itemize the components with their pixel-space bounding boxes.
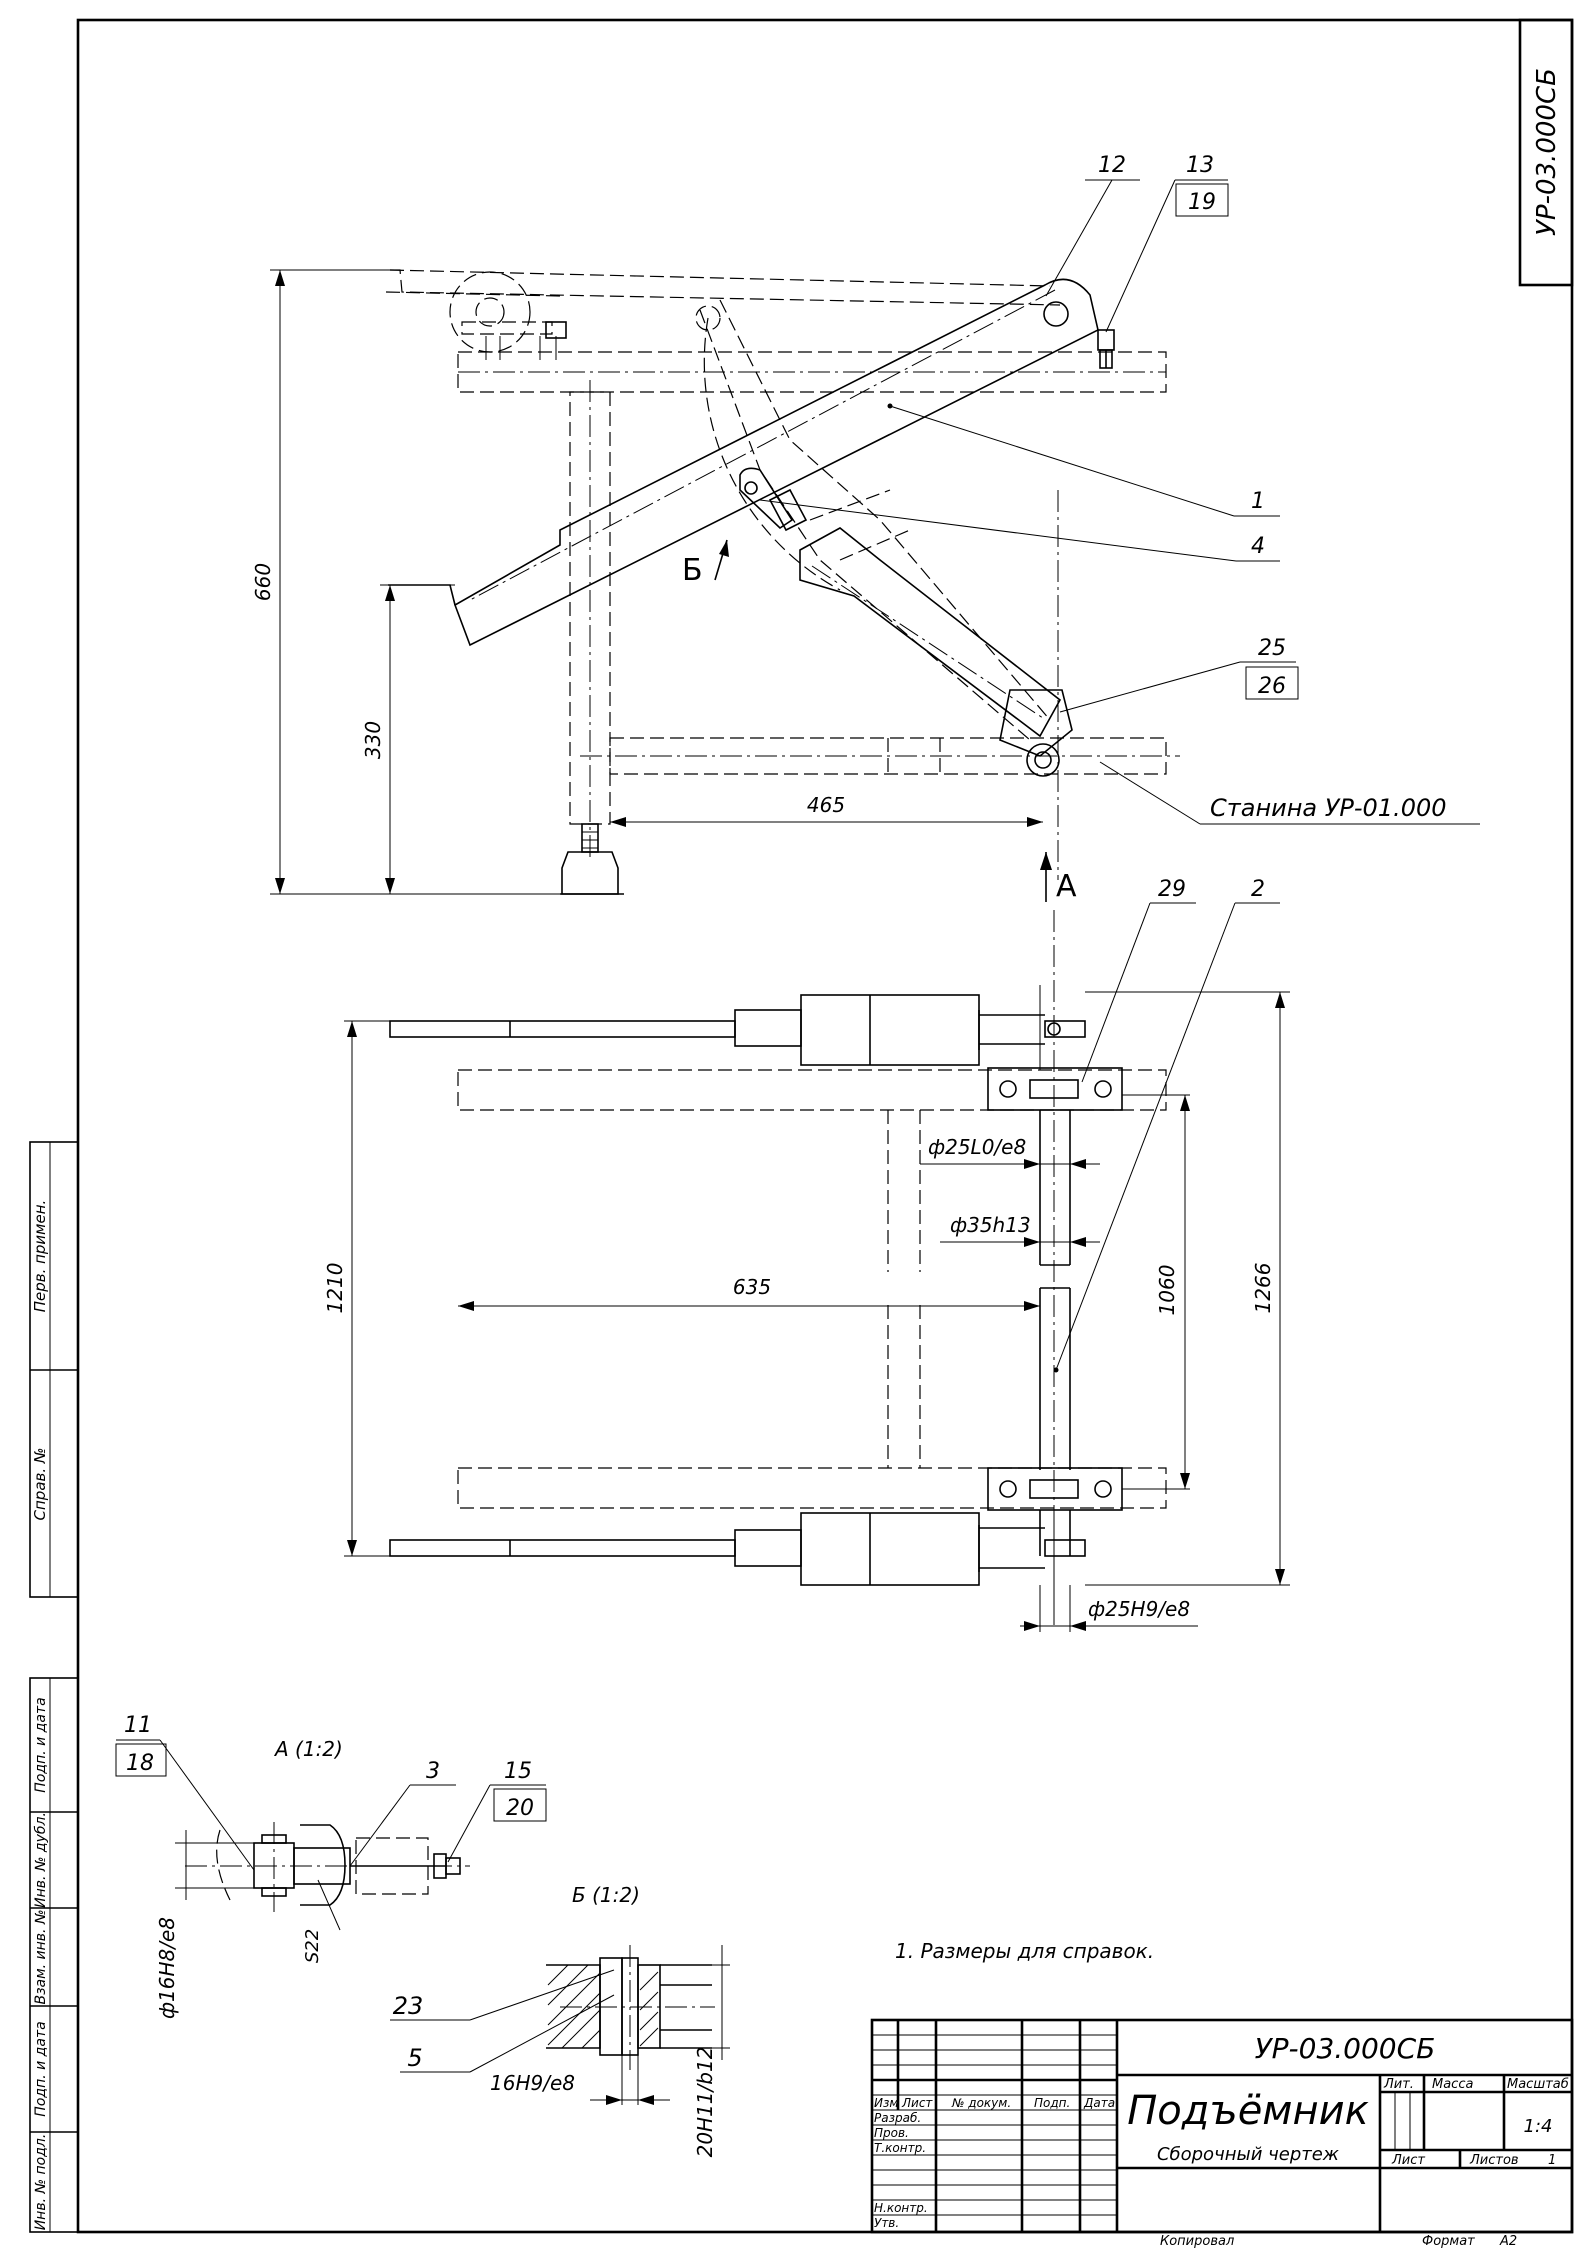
frame-ref: Станина УР-01.000 — [1210, 794, 1447, 822]
pos-23: 23 — [393, 1992, 424, 2020]
tb-no-dokum: № докум. — [951, 2096, 1011, 2110]
fit-20H11: 20H11/b12 — [693, 2047, 717, 2158]
pos-4: 4 — [1251, 534, 1265, 559]
tb-listov-value: 1 — [1548, 2153, 1556, 2168]
tb-lit: Лит. — [1383, 2077, 1414, 2092]
code-box — [1518, 18, 1574, 287]
pos-26: 26 — [1258, 674, 1286, 699]
pos-5: 5 — [407, 2044, 422, 2072]
drawing-frame — [76, 18, 1574, 2234]
side-label-sprav-no: Справ. № — [31, 1448, 49, 1521]
tb-scale-value: 1:4 — [1524, 2116, 1553, 2137]
side-label-vzam-inv: Взам. инв. № — [33, 1909, 49, 2004]
pos-1: 1 — [1251, 489, 1265, 514]
side-strip: Перв. примен. Справ. № Подп. и дата Инв.… — [29, 1141, 79, 2233]
pos-25: 25 — [1258, 636, 1286, 661]
title-main: Подъёмник — [1127, 2088, 1369, 2134]
title-block: УР-03.000СБ Подъёмник Сборочный чертеж И… — [870, 2018, 1574, 2234]
footer-format-value: А2 — [1499, 2234, 1517, 2249]
fit-16H8: ф16H8/e8 — [155, 1917, 179, 2019]
pos-13: 13 — [1186, 153, 1214, 178]
footer-kopiroval: Копировал — [1160, 2234, 1234, 2249]
tb-data: Дата — [1083, 2096, 1115, 2110]
tb-nkontr: Н.контр. — [874, 2201, 928, 2215]
tb-utv: Утв. — [874, 2216, 899, 2230]
pos-12: 12 — [1098, 153, 1126, 178]
tb-tkontr: Т.контр. — [874, 2141, 926, 2155]
tb-masshtab: Масштаб — [1507, 2077, 1569, 2092]
tb-razrab: Разраб. — [874, 2111, 921, 2125]
tb-podp: Подп. — [1034, 2096, 1070, 2110]
view-a-marker: А — [1056, 869, 1077, 904]
detail-view-b: Б (1:2) 16H9/e8 — [390, 1883, 730, 2157]
pos-29: 29 — [1158, 877, 1186, 902]
tb-listov-label: Листов — [1469, 2153, 1519, 2168]
plan-view: 1210 635 1060 1266 ф25L0/e8 ф35h13 — [323, 877, 1290, 1632]
dim-1266: 1266 — [1251, 1263, 1275, 1314]
view-b-label: Б (1:2) — [572, 1883, 640, 1907]
pos-3: 3 — [426, 1759, 440, 1784]
tb-prov: Пров. — [874, 2126, 909, 2140]
fit-25L0: ф25L0/e8 — [928, 1135, 1026, 1159]
pos-11: 11 — [124, 1713, 152, 1738]
view-a-label: А (1:2) — [273, 1737, 343, 1761]
code-rotated: УР-03.000СБ — [1532, 68, 1562, 236]
side-label-perv-primen: Перв. примен. — [31, 1200, 49, 1313]
dim-s22: S22 — [302, 1929, 323, 1963]
view-b-marker: Б — [682, 553, 703, 588]
pos-2: 2 — [1251, 877, 1265, 902]
side-label-podp-data-2: Подп. и дата — [33, 2021, 49, 2116]
footer-format: Формат — [1422, 2234, 1475, 2249]
dim-660: 660 — [251, 563, 275, 601]
fit-16H9: 16H9/e8 — [490, 2071, 575, 2095]
side-label-inv-dubl: Инв. № дубл. — [33, 1812, 49, 1908]
side-view: 660 330 465 12 13 19 1 4 25 26 — [251, 153, 1480, 904]
dim-330: 330 — [361, 721, 385, 759]
dim-1210: 1210 — [323, 1263, 347, 1314]
tb-massa: Масса — [1432, 2077, 1473, 2092]
tb-izm: Изм — [874, 2096, 898, 2110]
detail-view-a: А (1:2) ф16H8/e8 S22 11 18 3 15 20 — [115, 1713, 547, 2019]
pos-19: 19 — [1188, 190, 1216, 215]
tb-list-label: Лист — [1391, 2153, 1425, 2168]
title-subtitle: Сборочный чертеж — [1157, 2144, 1340, 2165]
tb-list: Лист — [901, 2096, 933, 2110]
fit-25H9: ф25H9/e8 — [1088, 1597, 1190, 1621]
side-label-inv-podl: Инв. № подл. — [33, 2134, 49, 2231]
fit-35h13: ф35h13 — [950, 1213, 1031, 1237]
dim-635: 635 — [733, 1275, 771, 1299]
pos-18: 18 — [126, 1751, 154, 1776]
side-label-podp-data-1: Подп. и дата — [33, 1697, 49, 1792]
dim-1060: 1060 — [1155, 1265, 1179, 1316]
title-code: УР-03.000СБ — [1255, 2032, 1436, 2065]
dim-465: 465 — [807, 793, 845, 817]
note-text: 1. Размеры для справок. — [895, 1939, 1154, 1963]
pos-20: 20 — [506, 1796, 534, 1821]
pos-15: 15 — [504, 1759, 532, 1784]
